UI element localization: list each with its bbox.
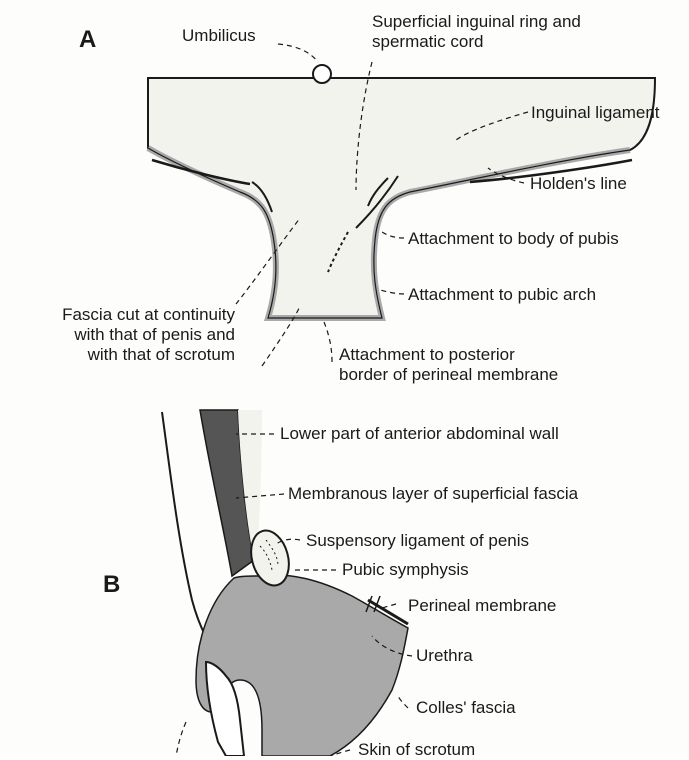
umbilicus-circle [313,65,331,83]
label-suspensory-ligament: Suspensory ligament of penis [306,531,529,551]
label-superficial-ring-line-2: spermatic cord [372,32,581,52]
label-holdens-line: Holden's line [530,174,627,194]
label-fascia-cut-line-3: with that of scrotum [10,345,235,365]
label-fascia-cut: Fascia cut at continuity with that of pe… [10,305,235,365]
label-superficial-inguinal-ring: Superficial inguinal ring and spermatic … [372,12,581,52]
label-colles-fascia: Colles' fascia [416,698,516,718]
label-superficial-ring-line-1: Superficial inguinal ring and [372,12,581,32]
label-pubic-symphysis: Pubic symphysis [342,560,469,580]
panel-a-letter: A [79,26,96,54]
label-attachment-posterior: Attachment to posterior border of perine… [339,345,558,385]
label-umbilicus: Umbilicus [182,26,256,46]
label-inguinal-ligament: Inguinal ligament [531,103,660,123]
label-fascia-cut-line-2: with that of penis and [10,325,235,345]
label-attachment-pubic-arch: Attachment to pubic arch [408,285,596,305]
label-attachment-posterior-line-2: border of perineal membrane [339,365,558,385]
panel-b-drawing [162,410,412,756]
label-membranous-layer: Membranous layer of superficial fascia [288,484,578,504]
panel-b-letter: B [103,571,120,599]
label-skin-of-scrotum: Skin of scrotum [358,740,475,760]
label-lower-abdominal-wall: Lower part of anterior abdominal wall [280,424,559,444]
label-fascia-cut-line-1: Fascia cut at continuity [10,305,235,325]
label-perineal-membrane: Perineal membrane [408,596,556,616]
label-attachment-body-pubis: Attachment to body of pubis [408,229,619,249]
label-urethra: Urethra [416,646,473,666]
label-attachment-posterior-line-1: Attachment to posterior [339,345,558,365]
